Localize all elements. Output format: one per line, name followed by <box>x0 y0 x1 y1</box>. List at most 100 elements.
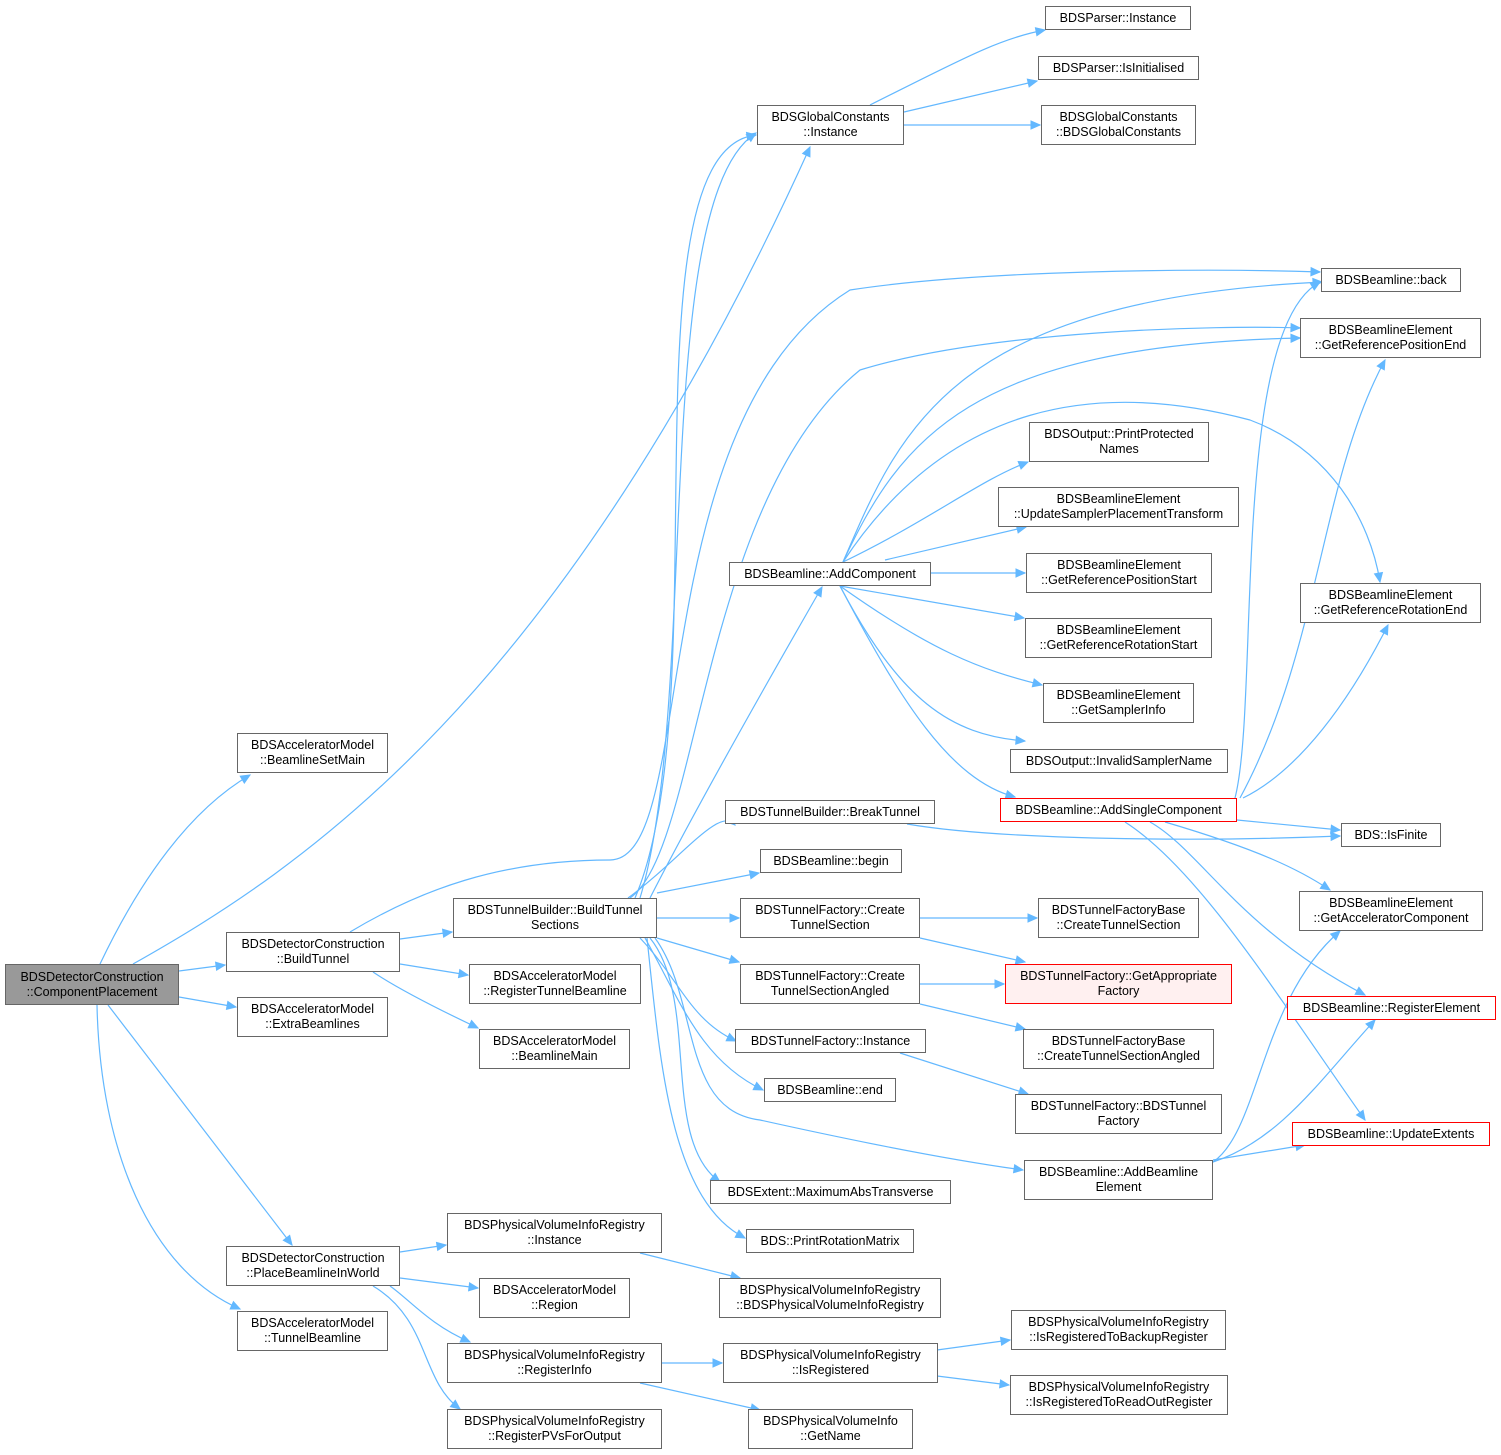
node-register-element[interactable]: BDSBeamline::RegisterElement <box>1287 996 1496 1020</box>
node-label-line: ::TunnelBeamline <box>264 1331 361 1345</box>
node-label-line: BDSTunnelBuilder::BuildTunnel <box>467 903 643 917</box>
node-label-line: ::RegisterInfo <box>517 1363 592 1377</box>
node-invalid-sampler[interactable]: BDSOutput::InvalidSamplerName <box>1010 749 1228 773</box>
edge-24 <box>654 937 1024 1171</box>
edge-arrowhead-21 <box>728 954 741 964</box>
edge-40 <box>839 585 1043 686</box>
node-update-sampler[interactable]: BDSBeamlineElement::UpdateSamplerPlaceme… <box>998 487 1239 527</box>
node-tfb-create-section[interactable]: BDSTunnelFactoryBase::CreateTunnelSectio… <box>1038 898 1199 938</box>
node-label-line: BDSAcceleratorModel <box>251 738 374 752</box>
node-label-line: BDSAcceleratorModel <box>493 1283 616 1297</box>
edge-arrowhead-3 <box>282 1234 293 1246</box>
node-extra-beamlines[interactable]: BDSAcceleratorModel::ExtraBeamlines <box>237 997 388 1037</box>
edge-arrowhead-1 <box>214 961 227 971</box>
node-label-line: ::GetReferenceRotationEnd <box>1313 603 1468 617</box>
node-root[interactable]: BDSDetectorConstruction::ComponentPlacem… <box>5 964 179 1005</box>
node-label-line: BDS::PrintRotationMatrix <box>760 1233 900 1248</box>
node-label-line: BDSBeamline::AddComponent <box>744 566 916 581</box>
node-parser-instance[interactable]: BDSParser::Instance <box>1045 6 1191 30</box>
edge-arrowhead-43 <box>1330 831 1342 842</box>
edge-55 <box>1164 821 1331 891</box>
node-parser-is-init[interactable]: BDSParser::IsInitialised <box>1038 56 1199 80</box>
edge-35 <box>842 401 1381 583</box>
edge-33 <box>842 281 1323 563</box>
node-label-line: BDSParser::IsInitialised <box>1052 60 1185 75</box>
node-label-line: BDSTunnelFactory::GetAppropriate <box>1020 969 1217 983</box>
edge-arrowhead-35 <box>1373 571 1384 584</box>
node-beamline-set-main[interactable]: BDSAcceleratorModel::BeamlineSetMain <box>237 733 388 773</box>
node-ref-pos-end[interactable]: BDSBeamlineElement::GetReferencePosition… <box>1300 318 1481 358</box>
node-pvir-register-p-vs[interactable]: BDSPhysicalVolumeInfoRegistry::RegisterP… <box>447 1409 662 1449</box>
node-label-line: BDSBeamline::AddSingleComponent <box>1015 802 1222 817</box>
node-is-reg-read-out[interactable]: BDSPhysicalVolumeInfoRegistry::IsRegiste… <box>1010 1375 1228 1415</box>
node-get-acc-component[interactable]: BDSBeamlineElement::GetAcceleratorCompon… <box>1299 891 1483 931</box>
edge-arrowhead-19 <box>748 870 761 880</box>
node-gc-instance[interactable]: BDSGlobalConstants::Instance <box>757 105 904 145</box>
node-bl-end[interactable]: BDSBeamline::end <box>764 1078 896 1102</box>
node-add-component[interactable]: BDSBeamline::AddComponent <box>729 562 931 586</box>
node-tf-instance[interactable]: BDSTunnelFactory::Instance <box>735 1029 926 1053</box>
edge-arrowhead-32 <box>1030 120 1042 130</box>
node-max-abs-transverse[interactable]: BDSExtent::MaximumAbsTransverse <box>710 1180 951 1204</box>
node-is-reg-backup[interactable]: BDSPhysicalVolumeInfoRegistry::IsRegiste… <box>1011 1310 1226 1350</box>
node-label-line: BDS::IsFinite <box>1354 827 1428 842</box>
node-label-line: ::CreateTunnelSectionAngled <box>1037 1049 1200 1063</box>
node-register-tunnel-beamline[interactable]: BDSAcceleratorModel::RegisterTunnelBeaml… <box>469 964 641 1004</box>
node-add-single-component[interactable]: BDSBeamline::AddSingleComponent <box>1000 798 1237 822</box>
node-sampler-info[interactable]: BDSBeamlineElement::GetSamplerInfo <box>1043 683 1194 723</box>
node-tfb-create-angled[interactable]: BDSTunnelFactoryBase::CreateTunnelSectio… <box>1023 1029 1214 1069</box>
edge-arrowhead-10 <box>435 1241 448 1252</box>
node-label-line: ::GetReferencePositionStart <box>1041 573 1197 587</box>
node-label-line: BDSTunnelFactoryBase <box>1051 1034 1186 1048</box>
edge-59 <box>1212 1019 1376 1163</box>
node-label-line: BDSTunnelFactory::Instance <box>750 1033 911 1048</box>
node-is-finite[interactable]: BDS::IsFinite <box>1341 823 1441 847</box>
node-pvi-get-name[interactable]: BDSPhysicalVolumeInfo::GetName <box>748 1409 913 1449</box>
edge-0 <box>99 774 251 965</box>
node-label-line: BDSTunnelFactoryBase <box>1051 903 1186 917</box>
edge-48 <box>899 1052 1029 1095</box>
node-place-beamline-in-world[interactable]: BDSDetectorConstruction::PlaceBeamlineIn… <box>226 1246 400 1286</box>
edge-arrowhead-6 <box>441 928 454 938</box>
node-bl-back[interactable]: BDSBeamline::back <box>1321 268 1461 292</box>
node-print-rotation-matrix[interactable]: BDS::PrintRotationMatrix <box>746 1229 914 1253</box>
edge-arrowhead-17 <box>1290 322 1302 333</box>
node-ref-rot-start[interactable]: BDSBeamlineElement::GetReferenceRotation… <box>1025 618 1212 658</box>
edge-47 <box>919 1003 1026 1030</box>
node-pvir-instance[interactable]: BDSPhysicalVolumeInfoRegistry::Instance <box>447 1213 662 1253</box>
edge-16 <box>649 586 823 899</box>
node-label-line: BDSBeamline::end <box>777 1082 883 1097</box>
node-ref-rot-end[interactable]: BDSBeamlineElement::GetReferenceRotation… <box>1300 583 1481 623</box>
node-beamline-main[interactable]: BDSAcceleratorModel::BeamlineMain <box>479 1029 630 1069</box>
edge-14 <box>639 132 757 899</box>
edge-arrowhead-31 <box>1026 78 1039 88</box>
node-label-line: ::GetSamplerInfo <box>1071 703 1166 717</box>
node-ref-pos-start[interactable]: BDSBeamlineElement::GetReferencePosition… <box>1026 553 1212 593</box>
node-update-extents[interactable]: BDSBeamline::UpdateExtents <box>1292 1122 1490 1146</box>
edge-arrowhead-20 <box>729 913 741 923</box>
node-label-line: BDSPhysicalVolumeInfoRegistry <box>739 1283 921 1297</box>
edge-41 <box>839 585 1026 742</box>
node-gc-ctor[interactable]: BDSGlobalConstants::BDSGlobalConstants <box>1041 105 1196 145</box>
node-am-region[interactable]: BDSAcceleratorModel::Region <box>479 1278 630 1318</box>
node-tunnel-beamline[interactable]: BDSAcceleratorModel::TunnelBeamline <box>237 1311 388 1351</box>
node-label-line: BDSBeamline::back <box>1335 272 1447 287</box>
node-label-line: BDSDetectorConstruction <box>241 1251 385 1265</box>
edge-26 <box>646 937 746 1239</box>
node-label-line: ::BeamlineMain <box>511 1049 598 1063</box>
node-break-tunnel[interactable]: BDSTunnelBuilder::BreakTunnel <box>725 800 935 824</box>
node-pvir-ctor[interactable]: BDSPhysicalVolumeInfoRegistry::BDSPhysic… <box>719 1278 941 1318</box>
edge-52 <box>1234 281 1321 799</box>
node-bl-begin[interactable]: BDSBeamline::begin <box>760 849 902 873</box>
node-build-tunnel[interactable]: BDSDetectorConstruction::BuildTunnel <box>226 932 400 972</box>
node-label-line: BDSTunnelFactory::BDSTunnel <box>1030 1099 1207 1113</box>
node-pvir-register-info[interactable]: BDSPhysicalVolumeInfoRegistry::RegisterI… <box>447 1343 662 1383</box>
node-pvir-is-registered[interactable]: BDSPhysicalVolumeInfoRegistry::IsRegiste… <box>723 1343 938 1383</box>
